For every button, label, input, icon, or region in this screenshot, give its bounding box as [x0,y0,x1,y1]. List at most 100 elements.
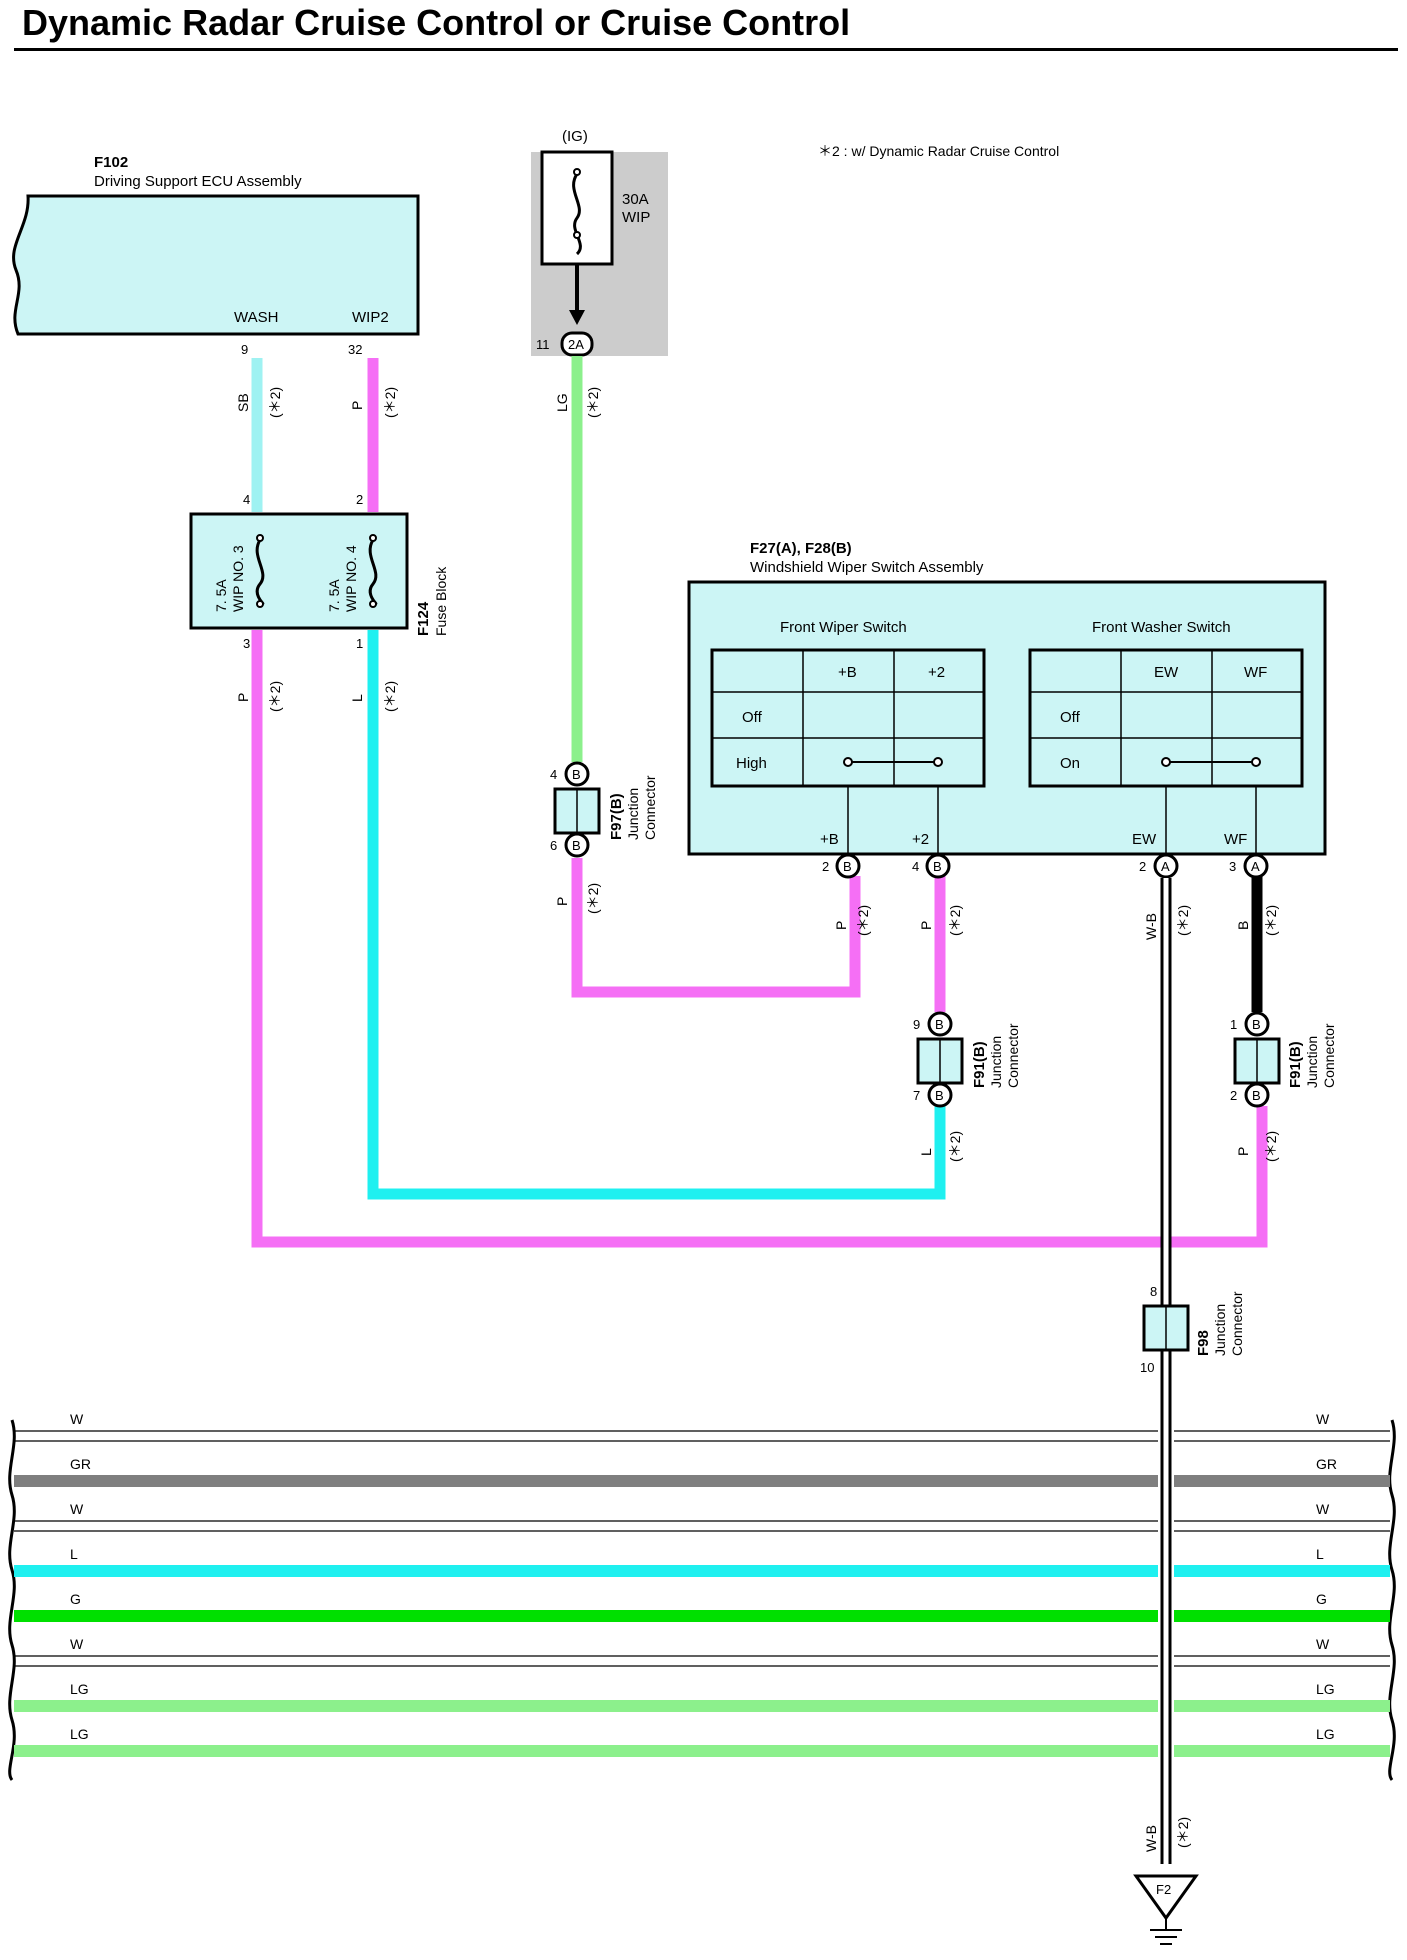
ecu-box [12,194,420,336]
f98-name2: Connector [1229,1291,1245,1356]
bus-wire-1-label-left: GR [70,1456,91,1472]
f91a-conn-top: B [935,1017,944,1032]
wl-p2: P [235,693,251,702]
ig-source: (IG) [562,128,588,145]
wl-p5-star: (＊2) [947,905,963,936]
conn-plus2: B [933,859,942,874]
f97-name1: Junction [625,788,641,840]
switch-name: Windshield Wiper Switch Assembly [750,559,984,576]
fb-pin-out4: 1 [356,636,363,651]
f91b-pin-top: 1 [1230,1017,1237,1032]
wl-wb1: W-B [1143,913,1159,940]
wl-p6: P [1235,1147,1251,1156]
title-rule [14,48,1398,51]
wl-sb-star: (＊2) [267,387,283,418]
wl-l2-star: (＊2) [947,1131,963,1162]
ecu-f102: F102 Driving Support ECU Assembly WASH W… [12,154,420,357]
wl-b-star: (＊2) [1263,905,1279,936]
bus-wire-4-label-right: G [1316,1591,1327,1607]
wire-p-f97 [571,858,861,998]
wl-sb: SB [235,393,251,412]
f97-conn-bot: B [572,838,581,853]
ig-fuse: (IG) 30A WIP 2A 11 [531,128,668,357]
note-text: ＊2 : w/ Dynamic Radar Cruise Control [818,143,1059,159]
wl-p1-star: (＊2) [382,387,398,418]
ecu-term-wip2: WIP2 [352,309,389,326]
f91b-pin-bot: 2 [1230,1088,1237,1103]
wl-wb2: W-B [1143,1825,1159,1852]
ecu-pin-wash: 9 [241,342,248,357]
f97-pin-top: 4 [550,767,557,782]
wl-b: B [1235,921,1251,930]
fuse-block-box [189,512,409,630]
fuse-block-f124: 4 2 3 1 7. 5A WIP NO. 3 7. 5A WIP NO. 4 … [189,492,449,651]
bus-right-edge [1388,1419,1396,1781]
bus-wire-3-label-right: L [1316,1546,1324,1562]
term-plusb: +B [820,831,839,848]
f91b-conn-top: B [1252,1017,1261,1032]
fb-pin-out3: 3 [243,636,250,651]
wiper-col-2: +2 [928,664,945,681]
washer-col-1: EW [1154,664,1179,681]
bus-wire-3-label-left: L [70,1546,78,1562]
fuse3-name: WIP NO. 3 [230,545,246,612]
pin-ew: 2 [1139,859,1146,874]
bus-left-edge [8,1419,16,1781]
washer-col-2: WF [1244,664,1267,681]
wl-l2: L [918,1148,934,1156]
washer-row-on: On [1060,755,1080,772]
pin-wf: 3 [1229,859,1236,874]
wl-lg: LG [554,393,570,412]
f91a-name2: Connector [1005,1023,1021,1088]
wiper-col-1: +B [838,664,857,681]
pin-plusb: 2 [822,859,829,874]
term-wf: WF [1224,831,1247,848]
washer-title: Front Washer Switch [1092,619,1231,636]
f91b-code: F91(B) [1287,1041,1304,1088]
f91a-name1: Junction [988,1036,1004,1088]
ecu-pin-wip2: 32 [348,342,362,357]
f98-name1: Junction [1212,1304,1228,1356]
jc-f97: B 4 B 6 F97(B) Junction Connector [550,761,658,858]
f91a-code: F91(B) [971,1041,988,1088]
f91a-pin-bot: 7 [913,1088,920,1103]
wl-p5: P [918,921,934,930]
f91b-name2: Connector [1321,1023,1337,1088]
jc-f91b: B 1 B 2 F91(B) Junction Connector [1230,1011,1337,1108]
wl-p1: P [349,401,365,410]
wl-p4: P [833,921,849,930]
fuse-name: WIP [622,209,650,226]
page-title: Dynamic Radar Cruise Control or Cruise C… [22,2,851,43]
ig-connector [560,331,594,357]
wire-labels: SB (＊2) P (＊2) LG (＊2) P (＊2) L (＊2) P (… [235,387,1279,1852]
bus-wire-5-label-right: W [1316,1636,1330,1652]
ecu-name: Driving Support ECU Assembly [94,173,302,190]
f97-pin-bot: 6 [550,838,557,853]
wiper-title: Front Wiper Switch [780,619,907,636]
f91a-pin-top: 9 [913,1017,920,1032]
switch-code: F27(A), F28(B) [750,540,852,557]
ecu-code: F102 [94,154,128,171]
bus-wire-5-label-left: W [70,1636,84,1652]
conn-ew: A [1161,859,1170,874]
bus-wire-7-label-left: LG [70,1726,89,1742]
f98-pin-bot: 10 [1140,1360,1154,1375]
bus-wire-0-label-right: W [1316,1411,1330,1427]
wl-wb1-star: (＊2) [1175,905,1191,936]
fuse-arrow [569,310,585,325]
fb-pin-in4: 2 [356,492,363,507]
bus-wire-1-label-right: GR [1316,1456,1337,1472]
f97-code: F97(B) [608,793,625,840]
wl-l1-star: (＊2) [382,681,398,712]
wiper-row-high: High [736,755,767,772]
bus-wire-7-label-right: LG [1316,1726,1335,1742]
f98-code: F98 [1195,1330,1212,1356]
fuse4-rating: 7. 5A [326,579,342,612]
switch-box [687,580,1327,856]
ground-wire: 8 10 F98 Junction Connector F2 [1133,878,1245,1945]
ground-label: F2 [1156,1882,1171,1897]
fb-pin-in3: 4 [243,492,250,507]
ig-pin: 11 [536,337,550,352]
